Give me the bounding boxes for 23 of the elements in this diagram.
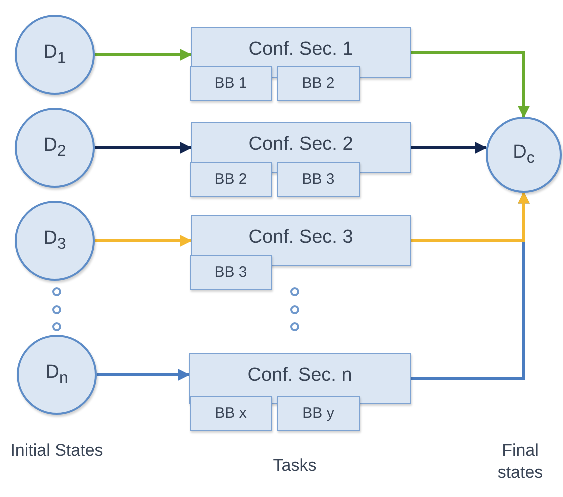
building-block-box: BB 2 (190, 162, 272, 197)
building-block-box: BB 1 (190, 66, 272, 101)
state-circle: D$_{c}$ (486, 117, 562, 193)
arrow (95, 142, 192, 154)
building-block-box: BB 3 (277, 162, 360, 197)
arrow (95, 235, 192, 247)
caption-label: Tasks (272, 455, 318, 477)
state-circle: D$_{n}$ (17, 335, 97, 415)
arrow (97, 369, 190, 381)
arrow (95, 49, 192, 61)
building-block-box: BB x (190, 396, 272, 431)
state-circle: D$_{3}$ (15, 201, 95, 281)
caption-label: Final states (496, 440, 544, 484)
building-block-box: BB 2 (277, 66, 360, 101)
arrow (411, 142, 488, 154)
state-circle: D$_{2}$ (15, 108, 95, 188)
arrow (411, 52, 530, 118)
arrow (411, 192, 530, 242)
state-circle: D$_{1}$ (15, 15, 95, 95)
building-block-box: BB 3 (190, 255, 272, 290)
building-block-box: BB y (277, 396, 360, 431)
task-box: Conf. Sec. 3 (191, 215, 411, 266)
caption-label: Initial States (10, 440, 104, 462)
